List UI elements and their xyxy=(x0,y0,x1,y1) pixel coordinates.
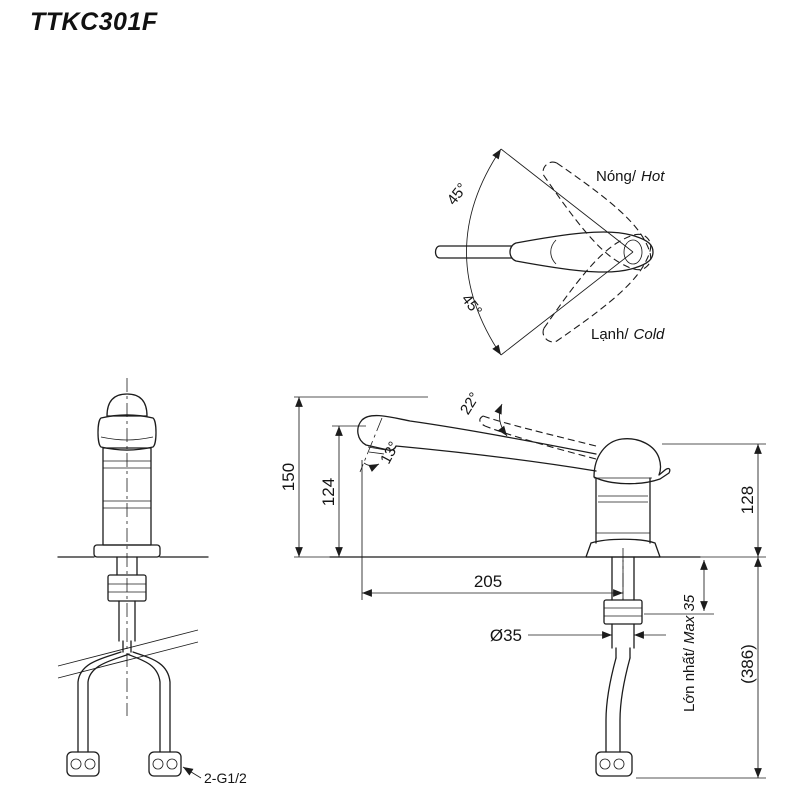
front-hose-right-outer xyxy=(132,651,171,753)
dim-150-label: 150 xyxy=(279,463,298,491)
plan-handle-hot-ghost xyxy=(542,233,652,343)
side-fitting-hole-2 xyxy=(613,758,625,770)
front-fitting-left xyxy=(66,751,100,777)
spout-raised-ghost-tip xyxy=(479,415,486,427)
front-handle-band xyxy=(97,414,157,451)
dim-128-label: 128 xyxy=(738,486,757,514)
front-spout-cap xyxy=(106,393,148,417)
dim-386-label: (386) xyxy=(738,644,757,684)
front-break-line-1 xyxy=(57,641,199,679)
connector-label: 2-G1/2 xyxy=(204,770,247,786)
plan-spout-outline xyxy=(434,245,513,259)
spout-axis-tilted xyxy=(359,417,383,473)
side-hose-right-edge xyxy=(619,657,631,753)
plan-handle-outline xyxy=(509,231,654,273)
front-view-faucet: 2-G1/2 xyxy=(57,378,247,786)
dimension-annotations: 150 124 205 Ø35 128 (386) xyxy=(279,396,766,779)
plan-angle-leg-lower xyxy=(500,251,634,356)
side-fitting-hole-1 xyxy=(599,758,611,770)
side-view-faucet: 13° 22° xyxy=(329,389,701,777)
angle-lower-label: 45° xyxy=(458,291,485,319)
side-spout-outline xyxy=(357,414,597,472)
side-aerator-line-1 xyxy=(367,446,387,451)
side-lock-nut xyxy=(603,599,643,625)
side-aerator-line-2 xyxy=(368,451,385,455)
model-code-title: TTKC301F xyxy=(30,8,158,36)
handle-angle-arc xyxy=(494,403,508,437)
cold-label: Lạnh/Cold xyxy=(591,326,665,343)
front-hose-left-outer xyxy=(77,651,122,753)
front-hose-left-inner xyxy=(87,653,130,753)
front-handle-band-line xyxy=(100,436,154,441)
front-fitting-right-hole-2 xyxy=(166,758,178,770)
side-base-flange xyxy=(585,538,661,558)
front-hose-right-inner xyxy=(126,653,161,753)
plan-rotation-arc xyxy=(466,148,502,356)
front-fitting-right xyxy=(148,751,182,777)
max-thickness-label: Lớn nhất/Max 35 xyxy=(681,594,698,712)
front-fitting-right-hole-1 xyxy=(152,758,164,770)
angle-upper-label: 45° xyxy=(444,180,471,208)
dim-124-label: 124 xyxy=(319,478,338,506)
spout-raised-ghost-bottom xyxy=(484,425,597,460)
plan-angle-leg-upper xyxy=(500,148,634,253)
front-fitting-left-hole-1 xyxy=(70,758,82,770)
plan-handle-cap-detail xyxy=(623,239,643,265)
side-hose-left-edge xyxy=(605,657,617,753)
hot-label: Nóng/Hot xyxy=(596,168,665,185)
plan-handle-waist-detail xyxy=(550,239,557,265)
dim-13deg-label: 13° xyxy=(377,439,403,467)
front-mounting-nut xyxy=(107,574,147,602)
front-break-line-2 xyxy=(57,629,199,667)
plan-handle-cold-ghost xyxy=(542,161,652,271)
front-base-flange xyxy=(93,544,161,558)
side-handle-outline xyxy=(593,438,671,485)
dim-22deg-label: 22° xyxy=(457,389,483,417)
top-view-handle-rotation: 45° 45° Nóng/Hot Lạnh/Cold xyxy=(434,148,665,356)
side-hose-fitting xyxy=(595,751,633,777)
dim-205-label: 205 xyxy=(474,572,502,591)
front-fitting-left-hole-2 xyxy=(84,758,96,770)
spout-tilt-arc xyxy=(363,462,380,472)
connector-leader-line xyxy=(182,766,202,779)
dim-dia35-label: Ø35 xyxy=(490,626,522,645)
spout-raised-ghost-top xyxy=(482,415,597,447)
